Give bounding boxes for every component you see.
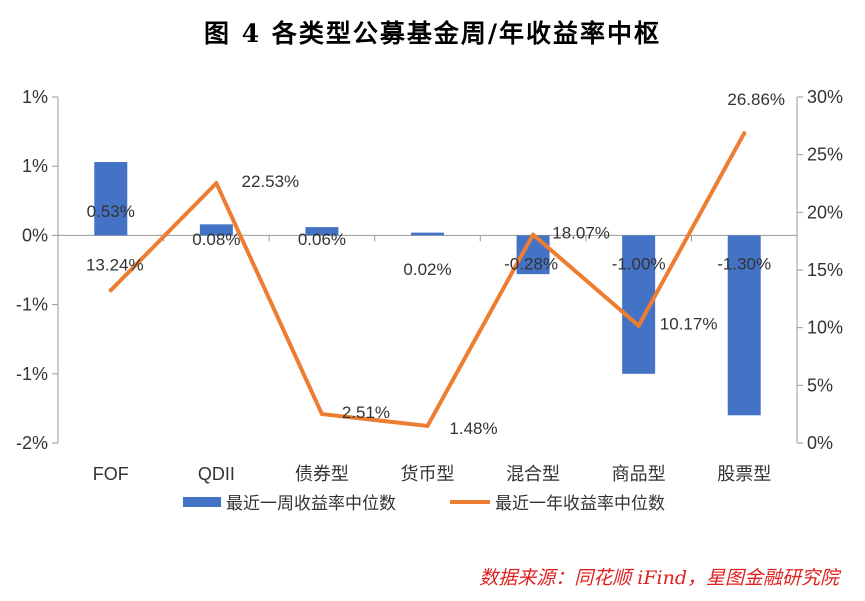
right-tick-label: 0% [807, 433, 833, 453]
left-tick-label: 0% [22, 225, 48, 245]
legend-line-label: 最近一年收益率中位数 [495, 494, 665, 514]
legend-bar-label: 最近一周收益率中位数 [226, 494, 396, 514]
category-label: 债券型 [295, 464, 349, 484]
right-tick-label: 30% [807, 87, 843, 107]
right-tick-label: 25% [807, 145, 843, 165]
category-label: 货币型 [401, 464, 455, 484]
category-label: 股票型 [717, 464, 771, 484]
bar [727, 235, 761, 416]
left-tick-label: 1% [22, 156, 48, 176]
right-tick-label: 5% [807, 375, 833, 395]
line-point [636, 323, 641, 328]
line-data-label: 10.17% [660, 315, 718, 334]
left-tick-label: -1% [16, 364, 48, 384]
line-data-label: 1.48% [449, 419, 497, 438]
category-label: FOF [93, 464, 129, 484]
bar [199, 224, 233, 236]
line-point [108, 288, 113, 293]
line-point [531, 232, 536, 237]
bar-data-label: -0.28% [504, 254, 558, 273]
line-point [742, 131, 747, 136]
line-data-label: 13.24% [86, 255, 144, 274]
right-tick-label: 10% [807, 318, 843, 338]
category-label: 混合型 [506, 464, 560, 484]
right-tick-label: 15% [807, 260, 843, 280]
line-data-label: 26.86% [727, 90, 785, 109]
bar [305, 227, 339, 236]
bar-data-label: -1.30% [717, 254, 771, 273]
left-tick-label: -2% [16, 433, 48, 453]
bar-data-label: -1.00% [612, 254, 666, 273]
source-note: 数据来源：同花顺 iFind，星图金融研究院 [479, 567, 839, 589]
left-tick-label: -1% [16, 295, 48, 315]
line-point [214, 181, 219, 186]
bar [411, 232, 444, 236]
line-data-label: 2.51% [342, 403, 390, 422]
bar-data-label: 0.06% [298, 230, 346, 249]
left-tick-label: 1% [22, 87, 48, 107]
bar-data-label: 0.53% [87, 202, 135, 221]
bar-data-label: 0.08% [192, 230, 240, 249]
right-tick-label: 20% [807, 202, 843, 222]
line-data-label: 22.53% [242, 172, 300, 191]
bar-data-label: 0.02% [403, 260, 451, 279]
legend-bar-swatch [183, 497, 221, 507]
line-point [319, 412, 324, 417]
chart-title: 图 4 各类型公募基金周/年收益率中枢 [204, 19, 661, 48]
category-label: QDII [198, 464, 235, 484]
line-point [425, 423, 430, 428]
line-data-label: 18.07% [552, 224, 610, 243]
bar [94, 162, 128, 236]
category-label: 商品型 [612, 464, 666, 484]
